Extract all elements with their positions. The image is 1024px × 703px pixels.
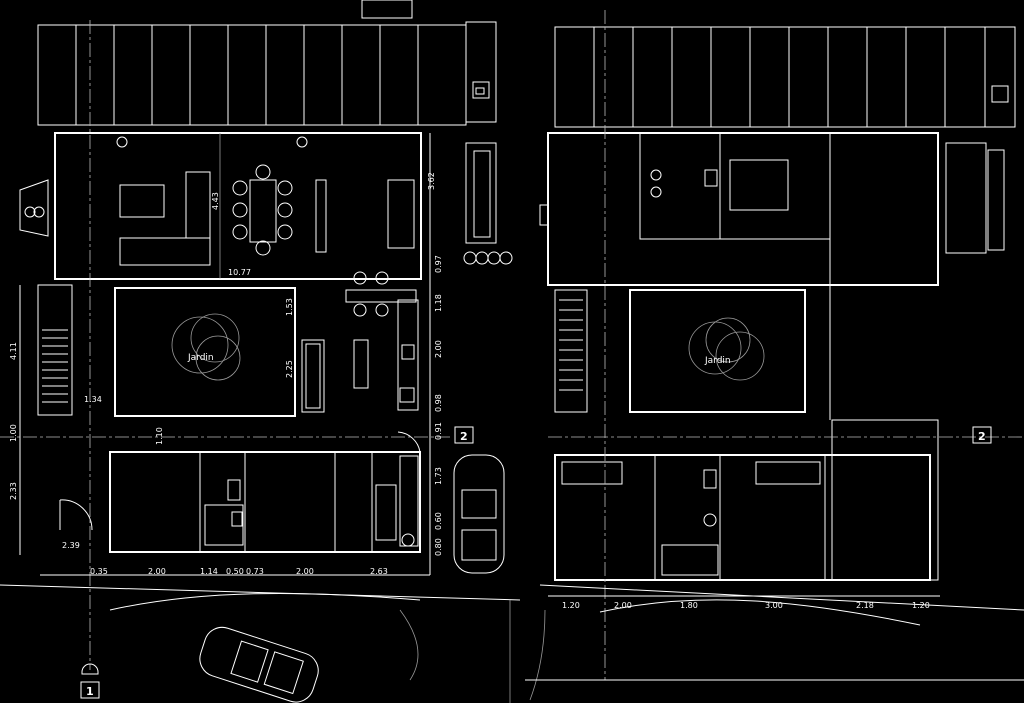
dim-left-b4: 0.50 [226, 567, 244, 576]
dim-right-b5: 2.18 [856, 601, 874, 610]
bedrooms-block-right [554, 454, 931, 581]
dim-left-4-11: 4.11 [9, 342, 18, 360]
kitchen-island [353, 339, 369, 389]
dim-left-2-33: 2.33 [9, 482, 18, 500]
dim-right-b4: 3.00 [765, 601, 783, 610]
car-bottom-icon [199, 626, 319, 703]
right-floor-plan: Jardin 1.20 2.00 1.80 3.00 2.18 1.20 [525, 10, 1024, 701]
dim-left-0-80: 0.80 [434, 538, 443, 556]
entrance-door [59, 499, 93, 531]
axis-tag-2-right-box [972, 426, 992, 444]
dining-table [249, 179, 277, 243]
dim-left-1-73: 1.73 [434, 467, 443, 485]
solar-panels-right [554, 26, 1016, 128]
axis-tag-1-box [80, 681, 100, 699]
axis-tag-1: 1 [86, 685, 94, 698]
dim-left-1-00: 1.00 [9, 424, 18, 442]
dim-left-b2: 2.00 [148, 567, 166, 576]
dim-left-0-97: 0.97 [434, 255, 443, 273]
bedroom-upper [719, 132, 831, 240]
stairs-right [554, 289, 588, 413]
axis-tag-2-left: 2 [460, 430, 468, 443]
dim-left-2-25: 2.25 [285, 360, 294, 378]
left-floor-plan: Jardin [0, 0, 521, 703]
dim-left-1-18: 1.18 [434, 294, 443, 312]
dim-left-2-39: 2.39 [62, 541, 80, 550]
living-room-walls [54, 132, 422, 280]
sideboard [387, 179, 415, 249]
dim-right-b1: 1.20 [562, 601, 580, 610]
dim-left-3-62: 3.62 [427, 172, 436, 190]
garden-area-right [629, 289, 806, 413]
fireplace [19, 179, 49, 237]
dim-left-10-77: 10.77 [228, 268, 251, 277]
dim-right-b2: 2.00 [614, 601, 632, 610]
dim-left-0-98: 0.98 [434, 394, 443, 412]
dim-right-b6: 1.20 [912, 601, 930, 610]
dim-left-b1: 0.35 [90, 567, 108, 576]
dim-left-4-43: 4.43 [211, 192, 220, 210]
garden-label-right: Jardin [704, 356, 731, 366]
dim-left-1-34: 1.34 [84, 395, 102, 404]
dim-left-b3: 1.14 [200, 567, 218, 576]
dim-left-b7: 2.63 [370, 567, 388, 576]
garden-label-left: Jardin [187, 353, 214, 363]
dim-left-1-53: 1.53 [285, 298, 294, 316]
dim-left-1-10: 1.10 [155, 427, 164, 445]
bedrooms-block-left [109, 451, 421, 553]
axis-tag-2-left-box [454, 426, 474, 444]
dim-left-b6: 2.00 [296, 567, 314, 576]
garden-area [114, 287, 296, 417]
dim-left-b5: 0.73 [246, 567, 264, 576]
axis-tag-2-right: 2 [978, 430, 986, 443]
dim-right-b3: 1.80 [680, 601, 698, 610]
solar-panels-left [37, 0, 497, 126]
dim-left-0-91: 0.91 [434, 422, 443, 440]
sofa [119, 184, 165, 218]
dim-left-2-00: 2.00 [434, 340, 443, 358]
car-icon [453, 454, 505, 574]
dim-left-0-60: 0.60 [434, 512, 443, 530]
stairs-left [37, 284, 73, 416]
